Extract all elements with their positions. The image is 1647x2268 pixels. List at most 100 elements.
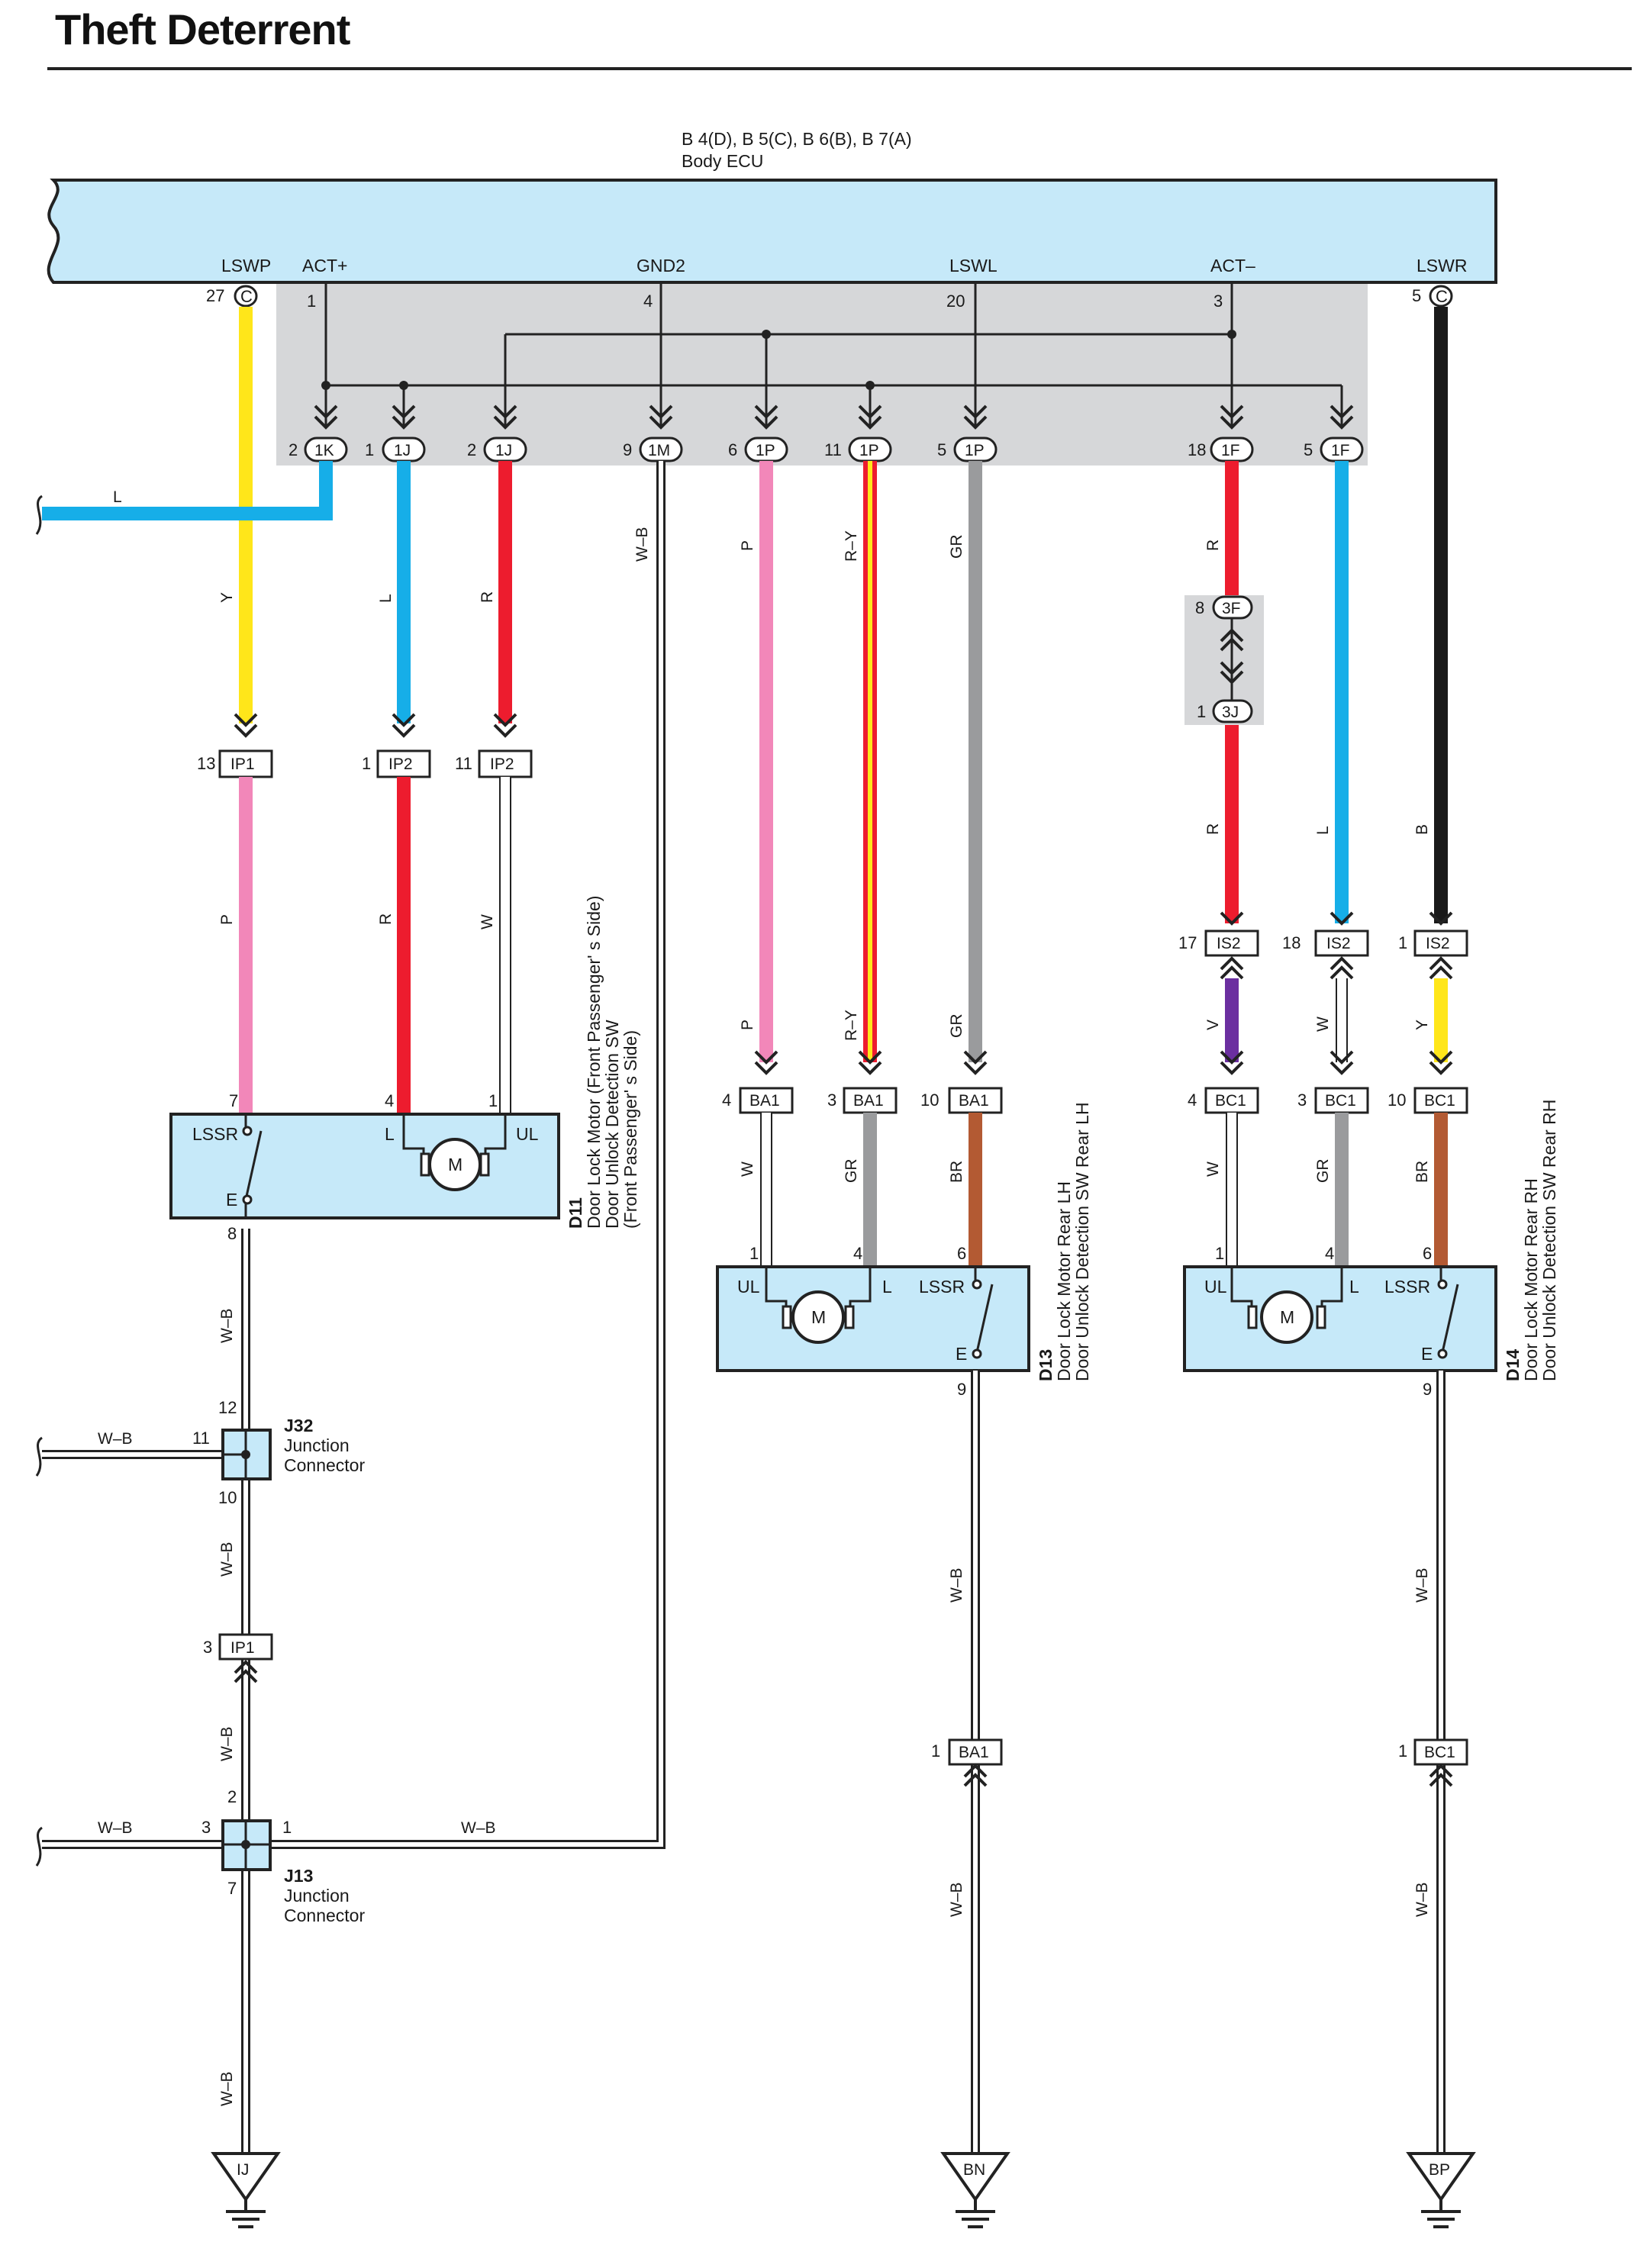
ecu-pin-c-label: C xyxy=(1436,287,1448,306)
svg-text:1: 1 xyxy=(365,440,374,459)
ecu-pin-c-label: C xyxy=(240,287,253,306)
wire-code-p: P xyxy=(739,540,756,551)
junction-j32-name: Connector xyxy=(284,1455,365,1475)
wire-code-r: R xyxy=(377,913,395,925)
svg-text:1P: 1P xyxy=(859,442,879,459)
svg-text:LSSR: LSSR xyxy=(919,1277,965,1297)
connector-bc1-4: 4 BC1 xyxy=(1188,1087,1259,1114)
arrows-into-is2 xyxy=(1220,911,1453,926)
svg-text:11: 11 xyxy=(824,440,842,459)
ecu-pin: 1 xyxy=(307,292,316,311)
wire-code-r: R xyxy=(479,591,496,603)
wire-code-wb: W–B xyxy=(98,1430,133,1448)
wire-code-l: L xyxy=(377,594,395,603)
page-title: Theft Deterrent xyxy=(55,5,350,53)
arrows-into-ip xyxy=(234,713,517,738)
svg-text:3J: 3J xyxy=(1222,704,1239,721)
component-d13-desc: Door Lock Motor Rear LH xyxy=(1054,1181,1074,1381)
svg-text:2: 2 xyxy=(288,440,298,459)
connector-ip2-11: 11 IP2 xyxy=(455,749,533,778)
wire-code-wb: W–B xyxy=(948,1882,965,1917)
svg-text:18: 18 xyxy=(1282,933,1301,952)
svg-text:BC1: BC1 xyxy=(1424,1744,1455,1761)
wire-code-br: BR xyxy=(1413,1161,1431,1183)
ecu-name-label: Body ECU xyxy=(682,151,763,171)
jb-connector-1f-b: 5 1F xyxy=(1304,437,1364,462)
component-d14-desc: Door Lock Motor Rear RH xyxy=(1521,1178,1541,1381)
wire-code-w: W xyxy=(479,914,496,929)
wire-code-r: R xyxy=(1204,823,1222,835)
junction-j32-name: Junction xyxy=(284,1435,350,1455)
connector-ip1-3: 3 IP1 xyxy=(203,1633,273,1661)
svg-text:L: L xyxy=(882,1277,892,1297)
arrows-out-bc1 xyxy=(1429,1764,1453,1787)
connector-ip2-1: 1 IP2 xyxy=(362,749,431,778)
component-d11-code: D11 xyxy=(566,1197,585,1229)
connector-ba1-10: 10 BA1 xyxy=(920,1087,1003,1114)
pin: 3 xyxy=(201,1818,211,1837)
pin: 9 xyxy=(1423,1380,1432,1399)
wire-code-gr: GR xyxy=(1314,1159,1332,1184)
svg-text:M: M xyxy=(811,1307,826,1327)
svg-text:1: 1 xyxy=(1197,702,1206,721)
component-d14: 1 4 6 UL L LSSR M E xyxy=(1183,1244,1497,1372)
wire-code-wb: W–B xyxy=(218,1726,236,1761)
wire-code-w: W xyxy=(1314,1016,1332,1032)
connector-is2-1: 1 IS2 xyxy=(1398,929,1468,957)
svg-text:UL: UL xyxy=(516,1124,539,1144)
svg-text:BA1: BA1 xyxy=(959,1744,989,1761)
connector-ba1-1: 1 BA1 xyxy=(931,1738,1003,1766)
svg-text:BN: BN xyxy=(963,2161,985,2179)
jb-connector-1m: 9 1M xyxy=(623,437,683,462)
connector-3j: 1 3J xyxy=(1197,699,1253,723)
wire-code-wb: W–B xyxy=(948,1567,965,1603)
wire-code-ry: R–Y xyxy=(843,530,860,562)
ecu-terminal-actp: ACT+ xyxy=(302,256,347,275)
svg-text:1J: 1J xyxy=(394,442,411,459)
svg-text:E: E xyxy=(226,1190,237,1210)
svg-text:10: 10 xyxy=(920,1091,939,1110)
svg-text:6: 6 xyxy=(1423,1244,1432,1263)
ground-bp-icon: BP xyxy=(1406,2152,1476,2228)
component-d11-desc: (Front Passenger' s Side) xyxy=(620,1030,640,1229)
ecu-pin: 4 xyxy=(643,292,653,311)
ecu-terminal-lswl: LSWL xyxy=(949,256,998,275)
svg-text:4: 4 xyxy=(1188,1091,1197,1110)
connector-ba1-4: 4 BA1 xyxy=(722,1087,794,1114)
bus-splice-dots xyxy=(321,330,1236,390)
connector-ba1-3: 3 BA1 xyxy=(827,1087,898,1114)
svg-text:LSSR: LSSR xyxy=(1384,1277,1430,1297)
arrows-out-ba1 xyxy=(963,1764,988,1787)
wire-break xyxy=(35,1826,44,1867)
svg-text:1P: 1P xyxy=(756,442,775,459)
svg-text:1: 1 xyxy=(488,1091,498,1110)
wire-code-y: Y xyxy=(1413,1020,1431,1030)
svg-text:1F: 1F xyxy=(1221,442,1240,459)
svg-text:5: 5 xyxy=(937,440,946,459)
ecu-terminal-lswr: LSWR xyxy=(1417,256,1467,275)
arrows-out-is2 xyxy=(1220,956,1453,980)
ecu-pin: 27 xyxy=(206,286,224,305)
arrows-into-ba1-bc1 xyxy=(754,1050,1453,1075)
svg-text:1: 1 xyxy=(1215,1244,1224,1263)
wire-code-p: P xyxy=(739,1020,756,1030)
component-d14-desc: Door Unlock Detection SW Rear RH xyxy=(1539,1100,1559,1381)
connector-is2-17: 17 IS2 xyxy=(1178,929,1259,957)
wire-code-wb: W–B xyxy=(218,1308,236,1343)
junction-bus xyxy=(324,284,1343,427)
wire-code-wb: W–B xyxy=(218,1542,236,1577)
svg-text:6: 6 xyxy=(728,440,737,459)
svg-text:1: 1 xyxy=(931,1741,940,1761)
svg-text:3: 3 xyxy=(203,1638,212,1657)
wire-code-wb: W–B xyxy=(1413,1882,1431,1917)
pin: 1 xyxy=(282,1818,292,1837)
svg-text:1M: 1M xyxy=(648,442,670,459)
svg-text:4: 4 xyxy=(1325,1244,1334,1263)
svg-text:IS2: IS2 xyxy=(1217,935,1241,952)
svg-text:IS2: IS2 xyxy=(1426,935,1450,952)
wire-code-wb: W–B xyxy=(633,527,651,562)
wire-code-wb: W–B xyxy=(1413,1567,1431,1603)
jb-connector-1k: 2 1K xyxy=(288,437,348,462)
pin: 11 xyxy=(192,1429,210,1448)
